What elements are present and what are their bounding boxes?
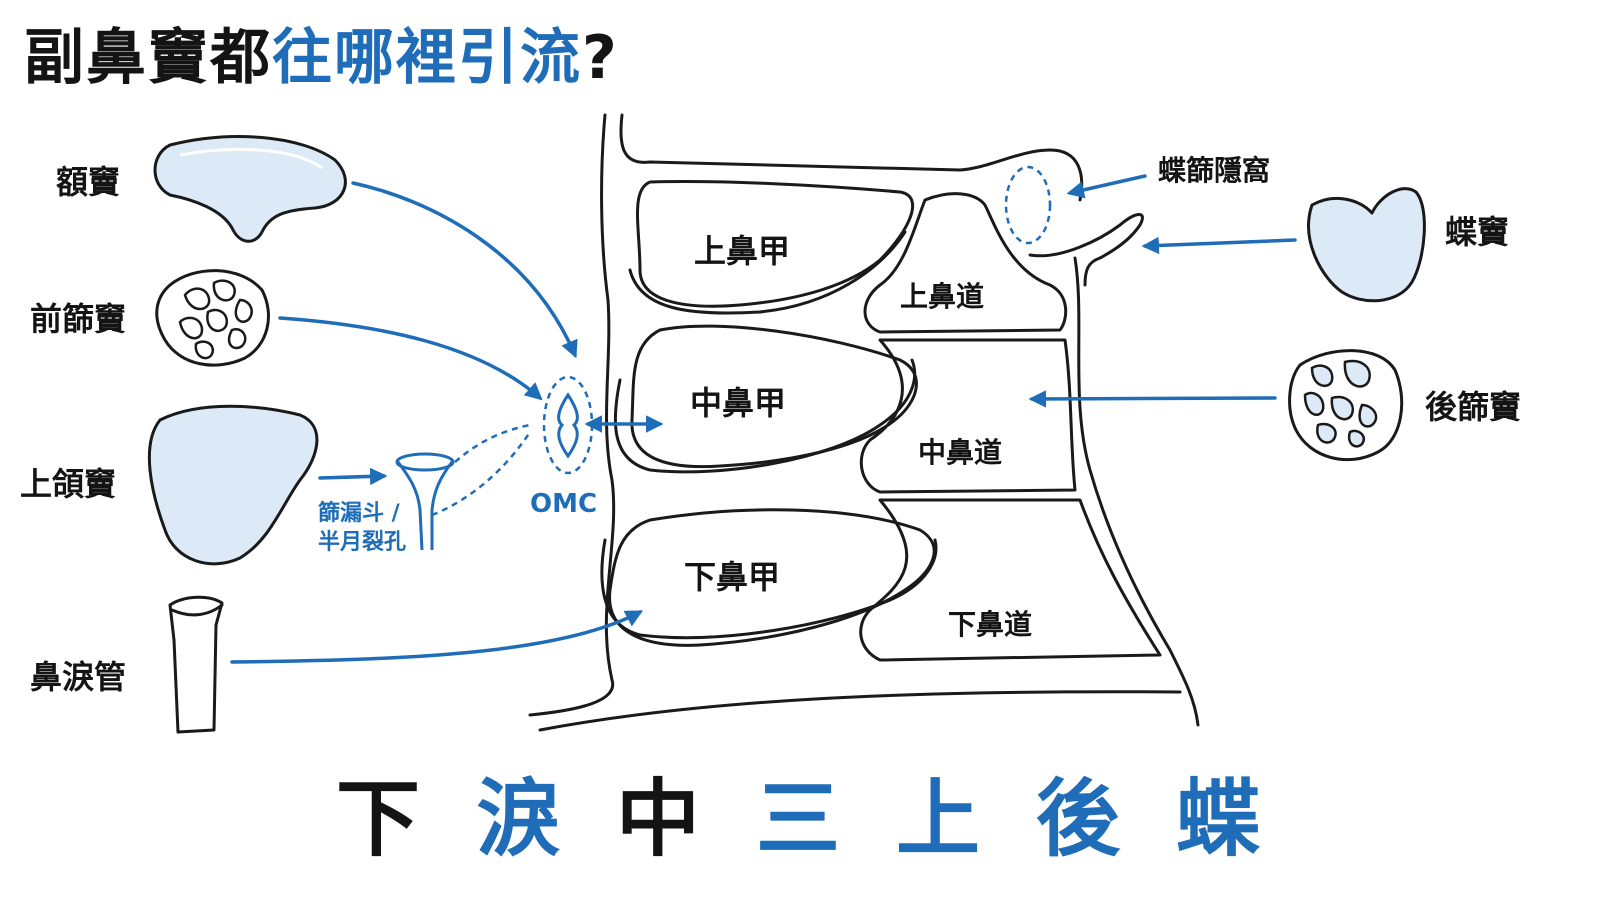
arrow-maxillary-to-infundibulum	[318, 467, 388, 486]
superior-meatus-shape	[863, 192, 1068, 334]
superior-turbinate-shape	[628, 180, 915, 315]
maxillary-sinus-shape	[147, 404, 319, 566]
sphenoid-sinus-shape	[1307, 187, 1426, 303]
recess-dashed-outline	[1004, 165, 1052, 245]
label-posterior-ethmoid-sinus: 後篩竇	[1425, 388, 1521, 426]
mnemonic-char-7: 蝶	[1176, 770, 1265, 868]
label-middle-turbinate: 中鼻甲	[690, 384, 786, 422]
title-part-2: 往哪裡引流	[272, 23, 582, 93]
mnemonic-char-6: 後	[1036, 770, 1125, 868]
label-superior-turbinate: 上鼻甲	[694, 232, 790, 270]
mnemonic-char-2: 淚	[475, 770, 564, 868]
arrow-nasolacrimal-to-inferior	[230, 610, 644, 664]
label-anterior-ethmoid-sinus: 前篩竇	[30, 300, 126, 338]
label-superior-meatus: 上鼻道	[900, 280, 984, 313]
posterior-ethmoid-shape	[1288, 349, 1404, 462]
arrow-frontal-to-omc	[351, 181, 578, 359]
title-part-1: 副鼻竇都	[24, 23, 272, 93]
title-part-3: ?	[582, 23, 619, 93]
label-sphenoethmoidal-recess: 蝶篩隱窩	[1158, 154, 1270, 187]
label-maxillary-sinus: 上頜竇	[20, 465, 116, 503]
arrow-anterior-ethmoid-to-omc	[278, 316, 543, 401]
label-inferior-turbinate: 下鼻甲	[684, 558, 780, 596]
label-inferior-meatus: 下鼻道	[948, 608, 1032, 641]
label-frontal-sinus: 額竇	[56, 163, 120, 201]
label-nasolacrimal-duct: 鼻淚管	[30, 658, 126, 696]
mnemonic-char-1: 下	[335, 770, 424, 868]
middle-meatus-shape	[859, 338, 1077, 494]
frontal-sinus-shape	[153, 135, 347, 243]
mnemonic-row: 下淚中三上後蝶	[0, 752, 1600, 873]
arrow-sphenoid	[1141, 236, 1297, 255]
label-infundibulum-line1: 篩漏斗 /	[318, 500, 401, 526]
label-sphenoid-sinus: 蝶竇	[1445, 213, 1509, 251]
nasolacrimal-duct-shape	[168, 595, 224, 734]
omc-marker	[542, 375, 594, 475]
page-title: 副鼻竇都往哪裡引流?	[24, 18, 619, 98]
mnemonic-char-3: 中	[615, 770, 704, 868]
arrow-posterior-ethmoid	[1028, 390, 1277, 408]
mnemonic-char-5: 上	[896, 770, 985, 868]
nasal-cavity-outline	[528, 113, 1200, 732]
label-middle-meatus: 中鼻道	[918, 436, 1002, 469]
infundibulum-funnel	[395, 423, 532, 551]
arrow-recess	[1066, 174, 1147, 199]
anterior-ethmoid-shape	[155, 269, 270, 367]
inferior-turbinate-shape	[600, 508, 938, 647]
label-infundibulum-line2: 半月裂孔	[318, 530, 406, 555]
label-omc: OMC	[530, 489, 597, 519]
mnemonic-char-4: 三	[755, 770, 844, 868]
inferior-meatus-shape	[859, 498, 1162, 662]
